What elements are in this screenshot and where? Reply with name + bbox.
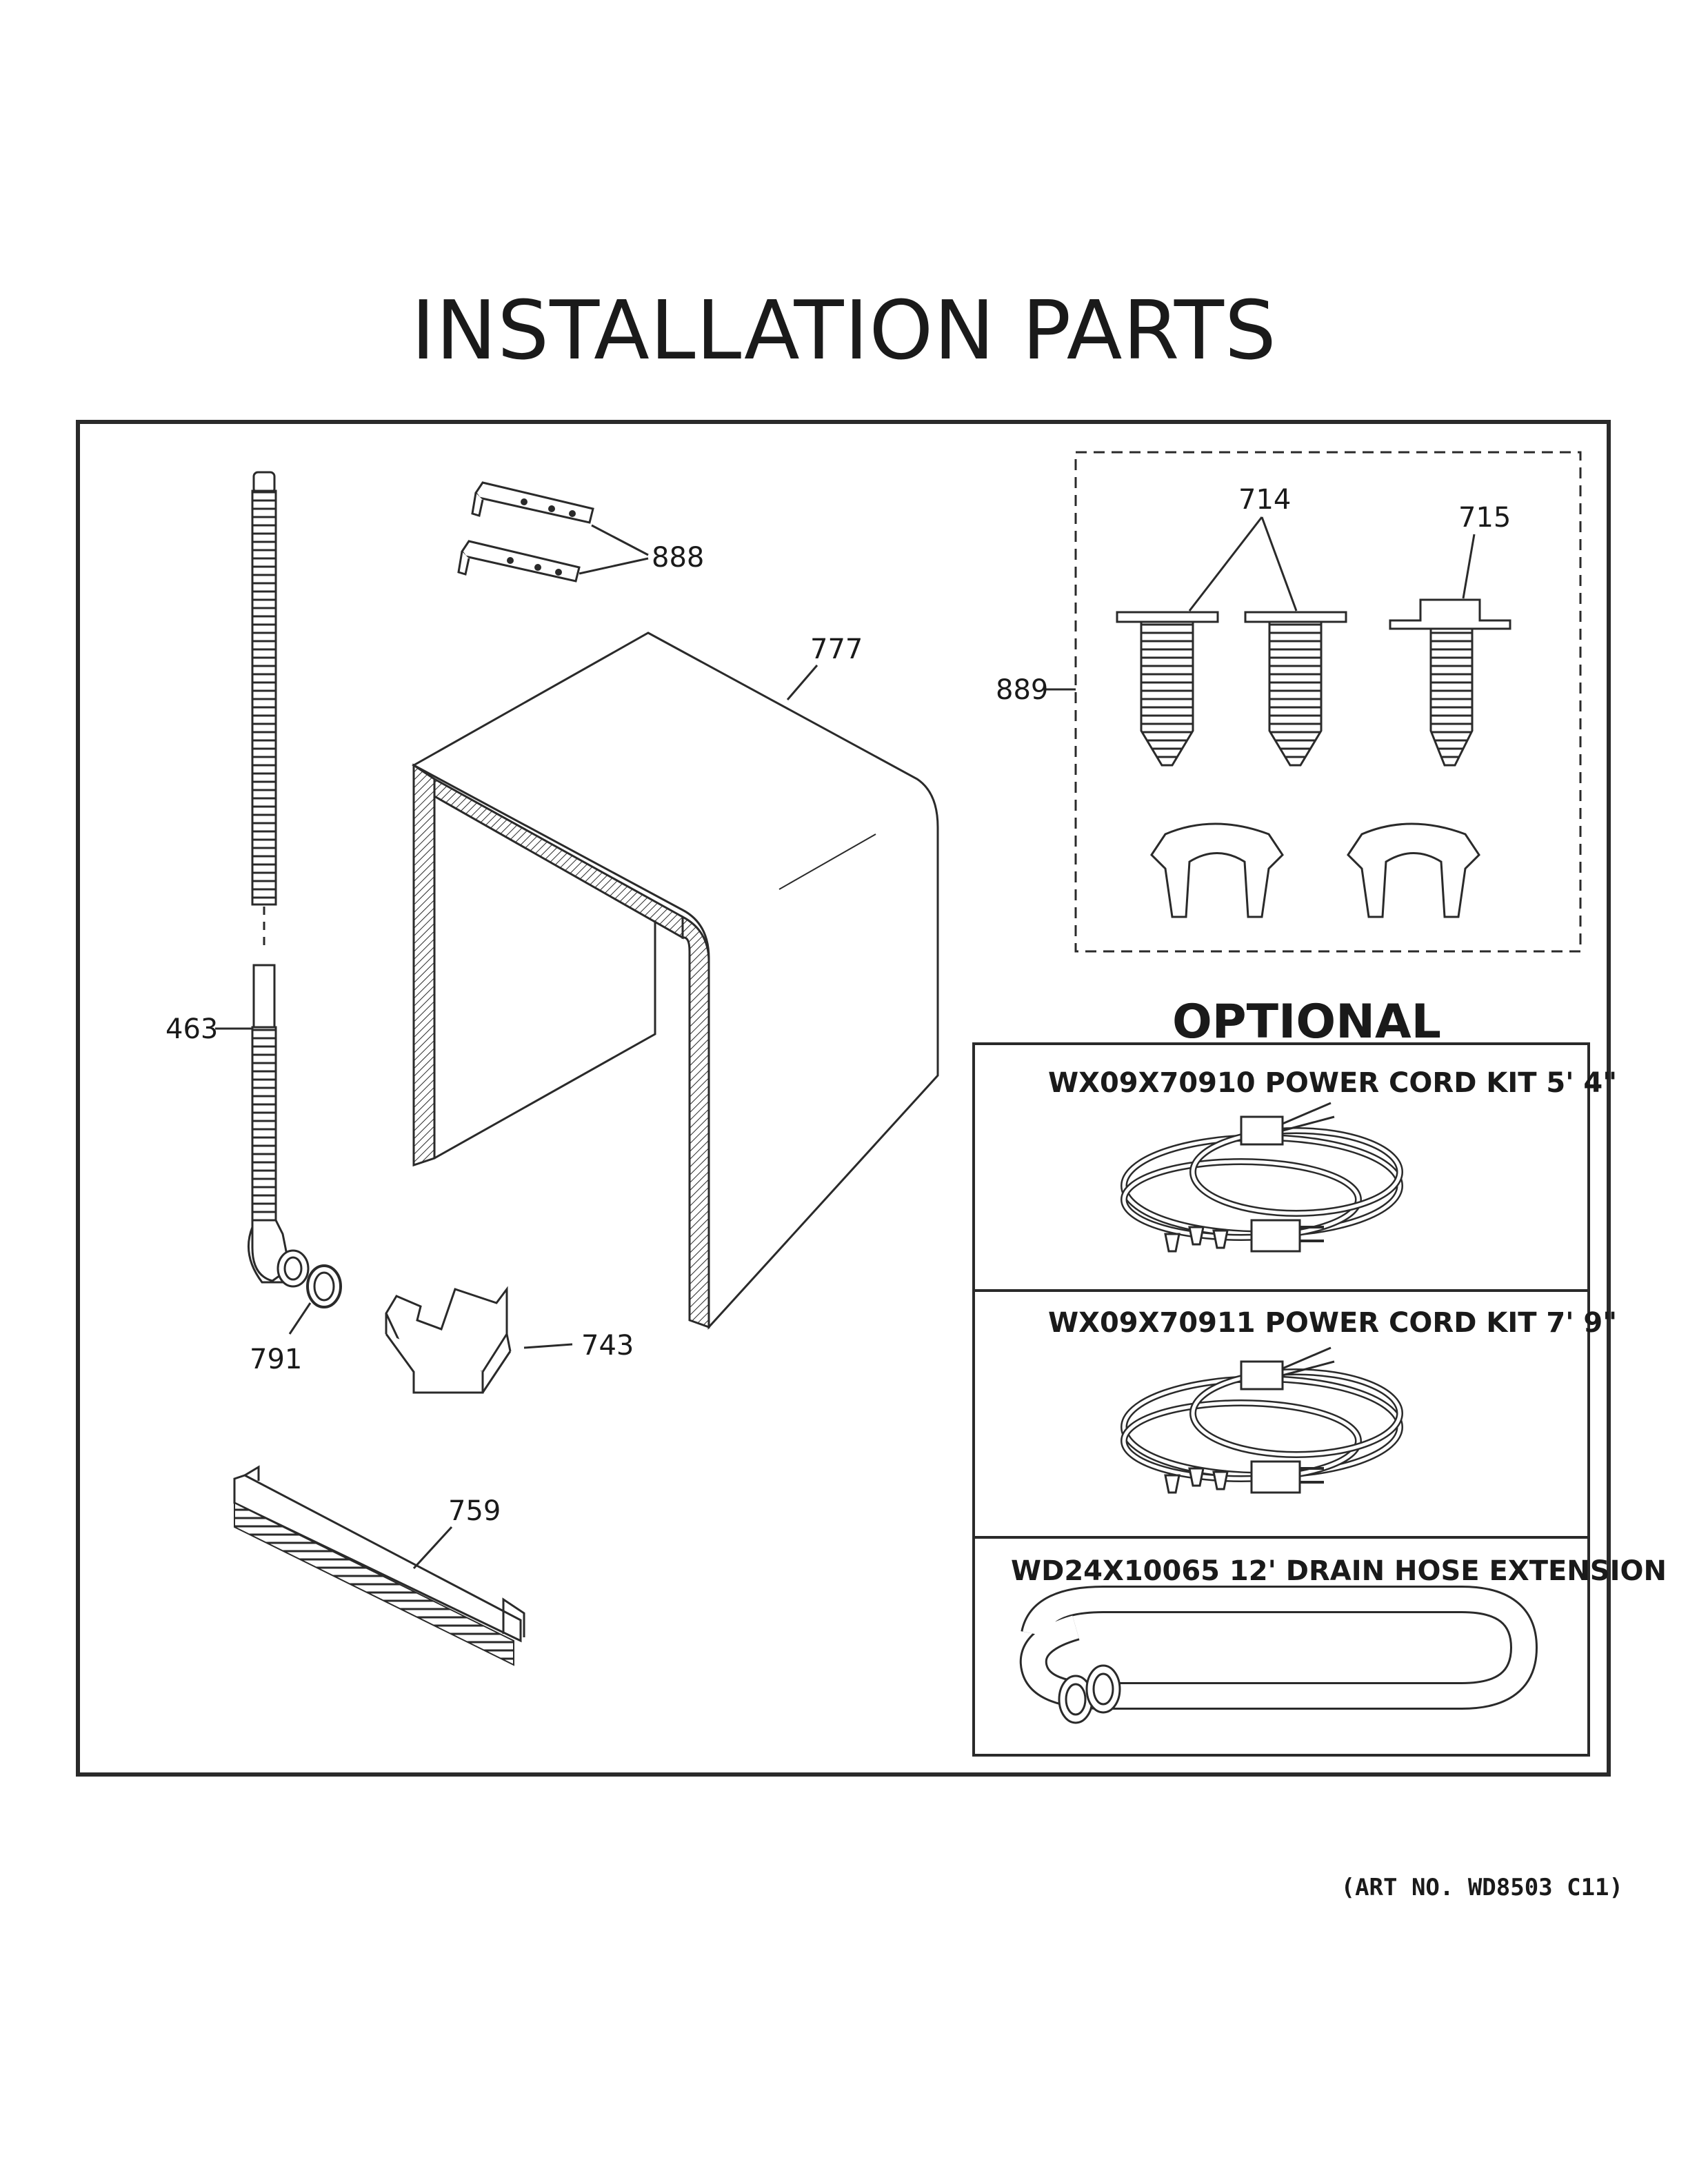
callout-791: 791 (250, 1344, 302, 1375)
page-title: INSTALLATION PARTS (411, 283, 1277, 378)
callout-759: 759 (448, 1495, 501, 1527)
callout-463: 463 (165, 1013, 218, 1045)
drain-hose-extension-illustration (1019, 1586, 1538, 1724)
callout-889: 889 (996, 674, 1048, 706)
kit-label-power-cord-7ft: WX09X70911 POWER CORD KIT 7' 9" (1048, 1307, 1617, 1339)
power-cord-7ft-illustration (1121, 1346, 1403, 1494)
kit-label-drain-hose-extension: WD24X10065 12' DRAIN HOSE EXTENSION (1011, 1555, 1667, 1587)
grommet-clip-left (1150, 822, 1284, 918)
screw-715 (1389, 598, 1511, 767)
screw-714-left (1116, 611, 1219, 767)
mounting-brackets-888 (457, 481, 594, 583)
kit-label-power-cord-5ft: WX09X70910 POWER CORD KIT 5' 4" (1048, 1067, 1617, 1099)
toe-plate-759 (233, 1465, 525, 1666)
power-cord-5ft-illustration (1121, 1102, 1403, 1253)
diagram-frame (76, 420, 1611, 1777)
callout-715: 715 (1458, 502, 1511, 534)
callout-888: 888 (652, 542, 704, 574)
optional-heading: OPTIONAL (1172, 995, 1441, 1049)
drain-hose-463 (248, 471, 310, 1288)
grommet-clip-right (1347, 822, 1480, 918)
callout-714: 714 (1238, 484, 1291, 516)
art-number: (ART NO. WD8503 C11) (1340, 1874, 1623, 1901)
screw-714-right (1244, 611, 1347, 767)
junction-bracket-743 (385, 1286, 512, 1394)
optional-kits-table (972, 1042, 1590, 1757)
hose-clamp-791 (306, 1264, 342, 1308)
callout-743: 743 (581, 1330, 634, 1362)
insulation-blanket-777 (411, 631, 939, 1330)
hardware-kit-box (1074, 451, 1582, 953)
callout-777: 777 (810, 634, 863, 665)
